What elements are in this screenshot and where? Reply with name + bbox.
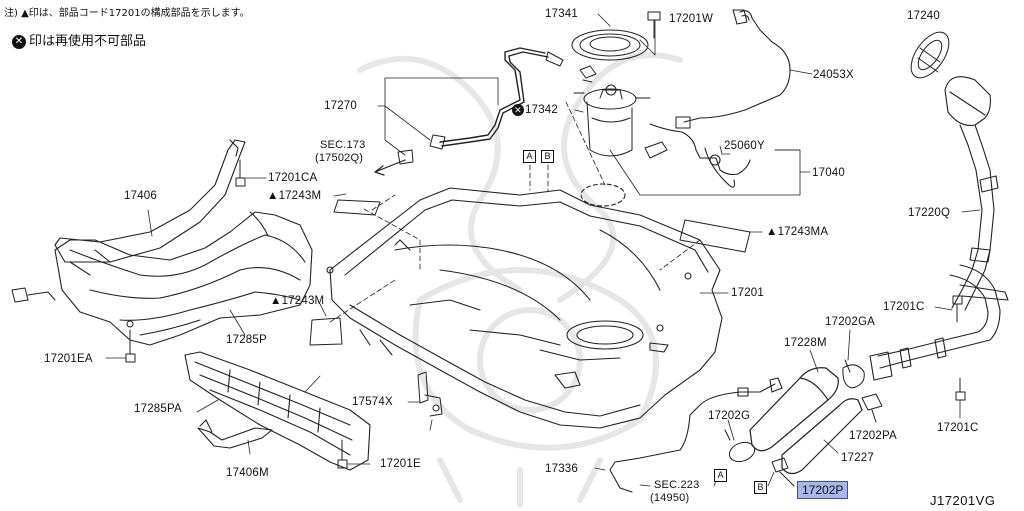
fuel-cap-17240 bbox=[910, 31, 950, 79]
note-triangle-legend: 注) ▲印は、部品コード17201の構成部品を示します。 bbox=[4, 8, 250, 19]
sender-harness-25060y bbox=[649, 123, 751, 188]
part-label-17336[interactable]: 17336 bbox=[545, 463, 578, 475]
tube-clip-17574x bbox=[417, 371, 443, 417]
part-label-17202pa[interactable]: 17202PA bbox=[849, 430, 897, 442]
bolt-17201ea bbox=[125, 320, 136, 363]
hose-clamp-17202pa bbox=[861, 393, 883, 423]
filler-neck-17220q bbox=[869, 76, 1009, 381]
note-non-reusable-text: 印は再使用不可部品 bbox=[29, 34, 147, 49]
part-label-25060y[interactable]: 25060Y bbox=[724, 140, 765, 152]
ref-box-a-upper: A bbox=[523, 150, 536, 163]
bolt-17201c-upper bbox=[952, 295, 963, 323]
part-label-17202ga[interactable]: 17202GA bbox=[825, 316, 875, 328]
section-ref-173-code: (17502Q) bbox=[315, 152, 364, 164]
fuel-tank bbox=[326, 183, 723, 429]
part-label-17228m[interactable]: 17228M bbox=[784, 337, 827, 349]
vent-tube-17336 bbox=[609, 377, 783, 493]
fuel-pump-assembly bbox=[573, 84, 668, 159]
part-label-17201c-lower[interactable]: 17201C bbox=[937, 422, 979, 434]
filler-hose-17228m bbox=[749, 367, 839, 452]
non-reusable-icon: ✕ bbox=[12, 34, 26, 49]
part-label-17220q[interactable]: 17220Q bbox=[908, 207, 951, 219]
lower-shield-17285pa bbox=[184, 351, 371, 471]
hose-clamp-17202ga bbox=[842, 359, 865, 389]
lock-ring bbox=[571, 29, 649, 61]
bracket-17406 bbox=[54, 139, 246, 263]
fuel-line-17270 bbox=[439, 47, 549, 147]
bolt-17201c-lower bbox=[955, 377, 966, 401]
part-label-17285pa[interactable]: 17285PA bbox=[134, 403, 182, 415]
bracket-17406m bbox=[197, 419, 273, 449]
part-label-17342[interactable]: ✕17342 bbox=[512, 104, 558, 117]
part-label-17202p-highlighted[interactable]: 17202P bbox=[797, 481, 849, 499]
part-label-24053x[interactable]: 24053X bbox=[813, 69, 854, 81]
ref-box-b-upper: B bbox=[541, 150, 554, 163]
pad-17243m-b bbox=[309, 317, 343, 346]
diagram-id: J17201VG bbox=[930, 493, 996, 508]
part-label-17285p[interactable]: 17285P bbox=[226, 334, 267, 346]
pad-17243m-a bbox=[333, 199, 381, 216]
part-label-17201ca[interactable]: 17201CA bbox=[268, 172, 318, 184]
part-label-17270[interactable]: 17270 bbox=[324, 100, 357, 112]
part-label-17201w[interactable]: 17201W bbox=[669, 13, 714, 25]
pad-17243ma bbox=[679, 219, 751, 253]
non-reusable-icon: ✕ bbox=[512, 104, 524, 116]
part-label-17406m[interactable]: 17406M bbox=[226, 467, 269, 479]
bolt-17201e bbox=[337, 439, 348, 469]
section-ref-173[interactable]: SEC.173 bbox=[320, 139, 366, 151]
breather-hose-17227 bbox=[781, 398, 863, 475]
wire-harness-24053x bbox=[683, 9, 791, 123]
clip-17202p bbox=[771, 457, 795, 487]
part-label-17342-text: 17342 bbox=[525, 104, 558, 117]
ref-box-a-lower: A bbox=[714, 469, 727, 482]
part-label-17406[interactable]: 17406 bbox=[124, 190, 157, 202]
note-non-reusable: ✕印は再使用不可部品 bbox=[12, 34, 146, 49]
ref-box-b-lower: B bbox=[754, 481, 767, 494]
part-label-17243m-a[interactable]: ▲17243M bbox=[267, 190, 322, 202]
watermark-emblem bbox=[357, 52, 683, 508]
bolt-17201ca bbox=[235, 159, 246, 187]
heat-shield-17285p bbox=[54, 211, 313, 346]
part-label-17243m-b[interactable]: ▲17243M bbox=[270, 295, 325, 307]
part-label-17243ma[interactable]: ▲17243MA bbox=[766, 226, 829, 238]
connector-left bbox=[11, 287, 56, 303]
part-label-17202g[interactable]: 17202G bbox=[708, 410, 751, 422]
part-label-17201ea[interactable]: 17201EA bbox=[44, 353, 93, 365]
part-label-17040[interactable]: 17040 bbox=[812, 167, 845, 179]
section-ref-223-code: (14950) bbox=[650, 492, 690, 504]
part-label-17201c-upper[interactable]: 17201C bbox=[883, 301, 925, 313]
part-label-17240[interactable]: 17240 bbox=[907, 10, 940, 22]
bolt-17201w bbox=[647, 11, 661, 39]
part-label-17341[interactable]: 17341 bbox=[545, 8, 578, 20]
part-label-17201[interactable]: 17201 bbox=[731, 287, 764, 299]
part-label-17201e[interactable]: 17201E bbox=[380, 458, 421, 470]
section-ref-223[interactable]: SEC.223 bbox=[654, 479, 700, 491]
part-label-17227[interactable]: 17227 bbox=[841, 452, 874, 464]
part-label-17574x[interactable]: 17574X bbox=[352, 396, 393, 408]
hose-clamp-17202g bbox=[724, 429, 756, 463]
